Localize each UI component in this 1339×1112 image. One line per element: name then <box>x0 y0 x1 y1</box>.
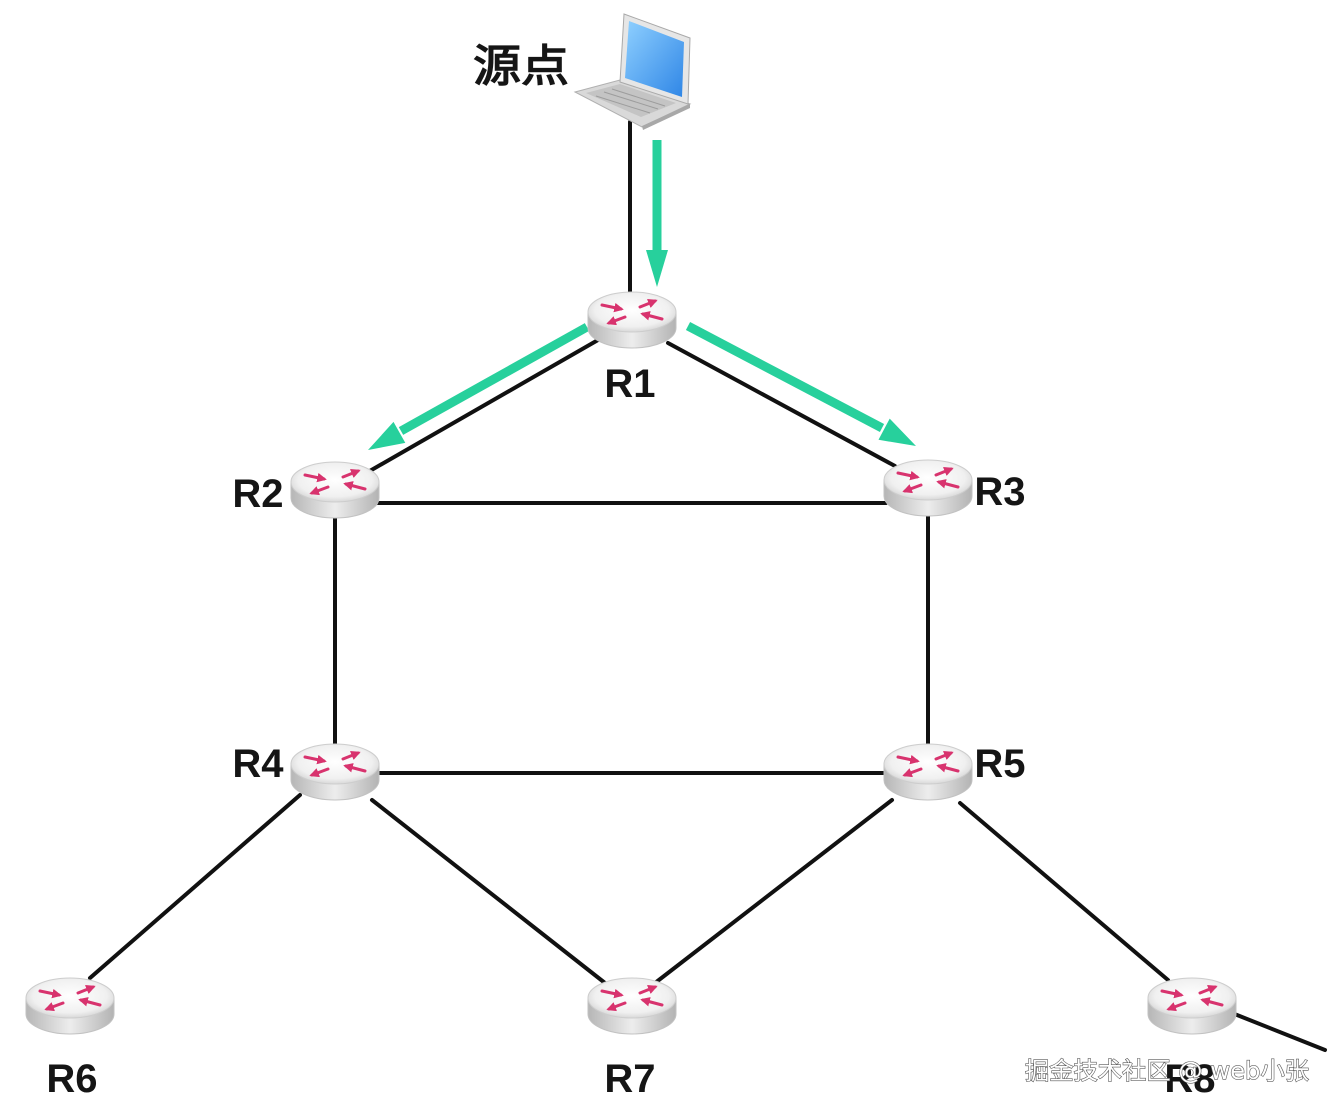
link-r5-r7 <box>653 798 894 985</box>
link-r1-r3 <box>666 341 897 468</box>
router-r2 <box>291 462 379 518</box>
router-label-r2: R2 <box>232 472 283 516</box>
router-icon <box>884 744 972 800</box>
router-label-r1: R1 <box>604 362 655 406</box>
router-icon <box>588 292 676 348</box>
link-r4-r6 <box>88 793 302 980</box>
router-icon <box>291 462 379 518</box>
laptop-icon <box>573 13 692 130</box>
router-label-r3: R3 <box>974 470 1025 514</box>
router-r7 <box>588 978 676 1034</box>
router-r8 <box>1148 978 1236 1034</box>
link-r5-r8 <box>958 801 1170 982</box>
router-icon <box>588 978 676 1034</box>
router-label-r4: R4 <box>232 742 284 786</box>
source-label: 源点 <box>473 41 569 92</box>
flow-arrow-source-to-r1 <box>646 140 668 287</box>
link-r1-r2 <box>366 338 600 474</box>
watermark: 掘金技术社区 @ web小张 <box>1025 1057 1309 1085</box>
router-r3 <box>884 460 972 516</box>
router-r6 <box>26 978 114 1034</box>
router-label-r7: R7 <box>604 1057 655 1101</box>
router-label-r6: R6 <box>46 1057 97 1101</box>
router-label-r5: R5 <box>974 742 1025 786</box>
router-r5 <box>884 744 972 800</box>
router-icon <box>884 460 972 516</box>
router-icon <box>26 978 114 1034</box>
flow-arrow-r1-to-r3 <box>685 322 916 446</box>
router-icon <box>291 744 379 800</box>
flow-arrow-r1-to-r2 <box>368 323 590 450</box>
link-r4-r7 <box>370 798 607 985</box>
router-icon <box>1148 978 1236 1034</box>
router-r1 <box>588 292 676 348</box>
router-r4 <box>291 744 379 800</box>
router-label-r8: R8 <box>1164 1057 1215 1101</box>
link-r8-external <box>1230 1011 1327 1052</box>
